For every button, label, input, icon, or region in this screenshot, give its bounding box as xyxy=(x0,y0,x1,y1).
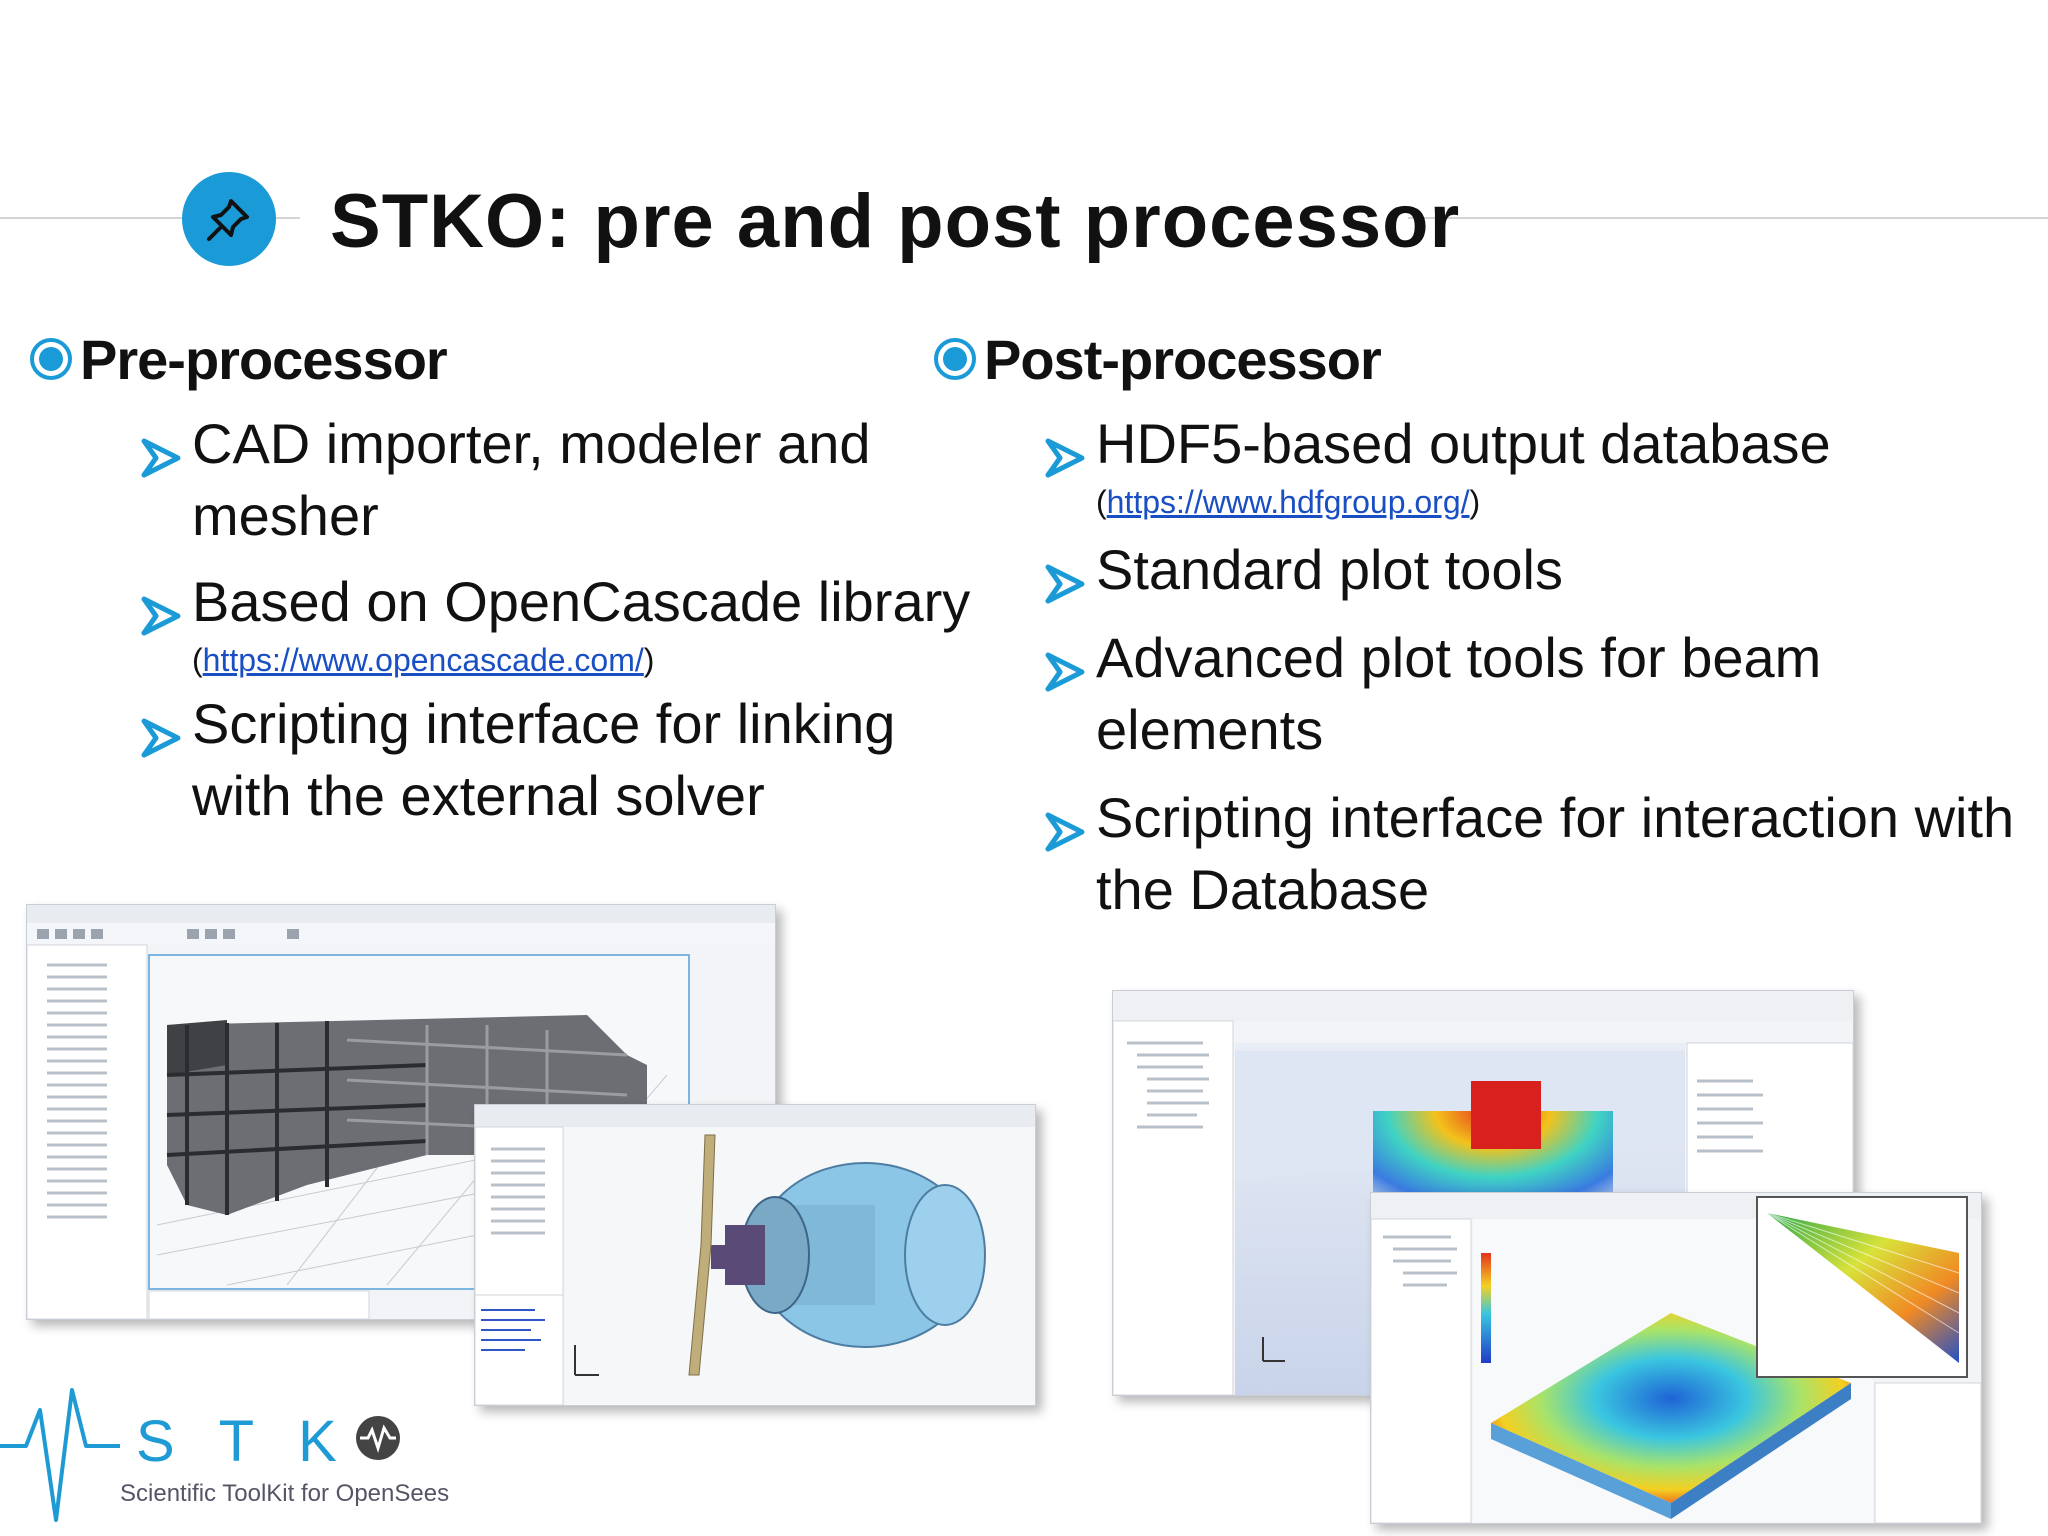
cad-part-screenshot xyxy=(474,1104,1036,1406)
post-item-advanced-plot-text: Advanced plot tools for beam elements xyxy=(1096,626,1822,761)
bullet-dot-icon xyxy=(30,338,72,380)
opencascade-link-line: (https://www.opencascade.com/) xyxy=(192,638,1040,682)
post-item-advanced-plot: Advanced plot tools for beam elements xyxy=(1044,622,1976,766)
opencascade-link[interactable]: https://www.opencascade.com/ xyxy=(202,642,644,678)
bullet-dot-icon xyxy=(934,338,976,380)
post-item-scripting: Scripting interface for interaction with… xyxy=(1044,782,2016,926)
post-processor-heading-text: Post-processor xyxy=(984,327,1382,391)
pushpin-icon xyxy=(207,199,249,241)
page-title: STKO: pre and post processor xyxy=(330,179,1461,264)
link-close-paren: ) xyxy=(1469,484,1481,520)
link-open-paren: ( xyxy=(192,642,203,678)
arrow-bullet-icon xyxy=(1044,798,1086,852)
title-backdrop xyxy=(300,180,1408,260)
waveform-icon xyxy=(356,1416,400,1460)
logo-tagline: Scientific ToolKit for OpenSees xyxy=(120,1480,450,1507)
pre-item-scripting-text: Scripting interface for linking with the… xyxy=(192,692,896,827)
stko-logo xyxy=(0,1388,400,1522)
title-badge xyxy=(182,172,276,266)
arrow-bullet-icon xyxy=(1044,550,1086,604)
pre-processor-section: Pre-processor CAD importer, modeler and … xyxy=(30,320,1020,832)
pre-item-cad: CAD importer, modeler and mesher xyxy=(140,408,972,552)
post-item-standard-plot-text: Standard plot tools xyxy=(1096,538,1563,601)
pre-item-opencascade: Based on OpenCascade library (https://ww… xyxy=(140,566,1040,682)
link-close-paren: ) xyxy=(643,642,655,678)
hdfgroup-link[interactable]: https://www.hdfgroup.org/ xyxy=(1106,484,1470,520)
post-item-hdf5-text: HDF5-based output database xyxy=(1096,412,1831,475)
post-processor-section: Post-processor HDF5-based output databas… xyxy=(934,320,2034,926)
post-item-hdf5: HDF5-based output database (https://www.… xyxy=(1044,408,2044,524)
arrow-bullet-icon xyxy=(1044,424,1086,478)
link-open-paren: ( xyxy=(1096,484,1107,520)
post-processor-heading: Post-processor xyxy=(934,320,2034,398)
arrow-bullet-icon xyxy=(140,704,182,758)
pre-processor-heading-text: Pre-processor xyxy=(80,327,448,391)
pre-item-scripting: Scripting interface for linking with the… xyxy=(140,688,972,832)
plate-contour-illustration xyxy=(1371,1193,1981,1523)
arrow-bullet-icon xyxy=(140,582,182,636)
pre-processor-heading: Pre-processor xyxy=(30,320,1020,398)
plate-contour-screenshot xyxy=(1370,1192,1982,1524)
arrow-bullet-icon xyxy=(140,424,182,478)
pre-item-opencascade-text: Based on OpenCascade library xyxy=(192,570,971,633)
pre-item-cad-text: CAD importer, modeler and mesher xyxy=(192,412,871,547)
cad-part-illustration xyxy=(475,1105,1035,1405)
logo-letters: STK xyxy=(136,1409,381,1474)
arrow-bullet-icon xyxy=(1044,638,1086,692)
hdfgroup-link-line: (https://www.hdfgroup.org/) xyxy=(1096,480,2044,524)
post-item-standard-plot: Standard plot tools xyxy=(1044,534,2044,606)
post-item-scripting-text: Scripting interface for interaction with… xyxy=(1096,786,2015,921)
